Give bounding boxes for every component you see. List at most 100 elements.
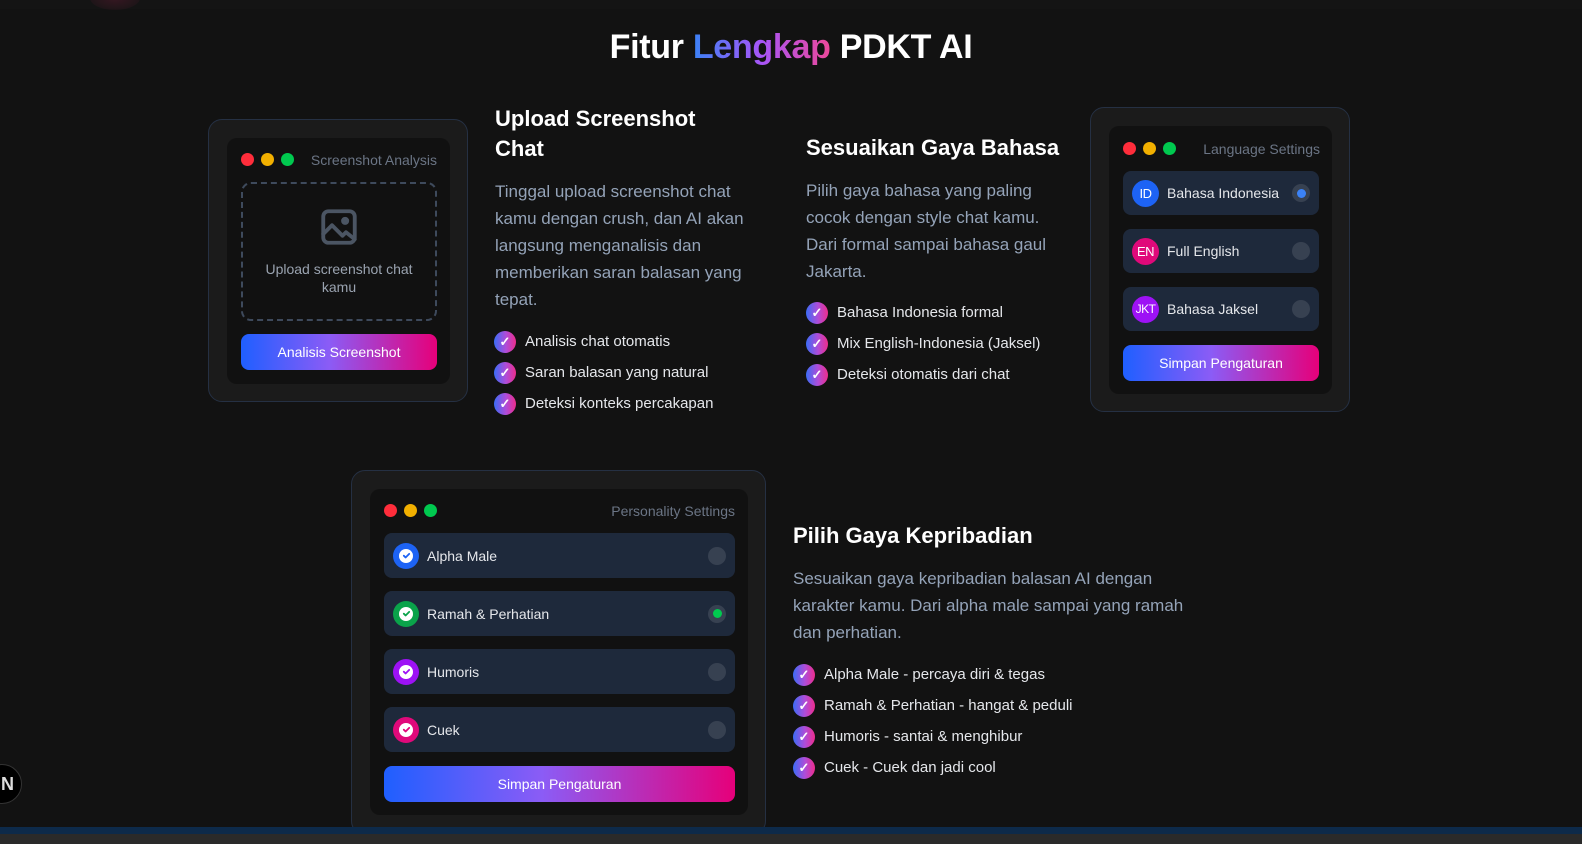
language-code-badge: JKT	[1132, 295, 1159, 323]
feature-item: ✓ Cuek - Cuek dan jadi cool	[793, 752, 1073, 783]
language-option-jaksel[interactable]: JKT Bahasa Jaksel	[1123, 287, 1319, 331]
personality-badge	[393, 600, 419, 627]
analyze-screenshot-button[interactable]: Analisis Screenshot	[241, 334, 437, 370]
option-label: Bahasa Indonesia	[1167, 185, 1280, 201]
check-icon: ✓	[793, 694, 815, 717]
close-dot	[241, 153, 254, 166]
minimize-dot	[261, 153, 274, 166]
personality-section-description: Sesuaikan gaya kepribadian balasan AI de…	[793, 569, 1184, 642]
option-label: Cuek	[427, 721, 460, 738]
feature-item: ✓ Analisis chat otomatis	[494, 326, 713, 357]
feature-text: Deteksi otomatis dari chat	[837, 366, 1010, 383]
upload-dropzone[interactable]: Upload screenshot chat kamu	[241, 182, 437, 321]
radio-unselected[interactable]	[708, 546, 726, 565]
feature-item: ✓ Humoris - santai & menghibur	[793, 721, 1073, 752]
feature-text: Bahasa Indonesia formal	[837, 304, 1003, 321]
personality-option-alpha-male[interactable]: Alpha Male	[384, 533, 735, 578]
personality-settings-card: Personality Settings Alpha Male Ramah & …	[351, 470, 766, 835]
option-label: Full English	[1167, 243, 1240, 259]
option-label: Humoris	[427, 663, 480, 680]
check-icon: ✓	[793, 663, 815, 686]
feature-text: Humoris - santai & menghibur	[824, 728, 1023, 745]
check-circle-icon	[402, 552, 410, 559]
minimize-dot	[1143, 142, 1156, 155]
language-settings-window: Language Settings ID Bahasa Indonesia EN…	[1109, 126, 1332, 394]
feature-text: Deteksi konteks percakapan	[525, 395, 714, 412]
option-label: Ramah & Perhatian	[427, 605, 550, 622]
check-icon: ✓	[494, 361, 516, 384]
feature-item: ✓ Deteksi konteks percakapan	[494, 388, 713, 419]
feature-item: ✓ Saran balasan yang natural	[494, 357, 713, 388]
feature-text: Analisis chat otomatis	[525, 333, 671, 350]
feature-text: Alpha Male - percaya diri & tegas	[824, 666, 1045, 683]
feature-item: ✓ Bahasa Indonesia formal	[806, 297, 1040, 328]
language-feature-list: ✓ Bahasa Indonesia formal ✓ Mix English-In…	[806, 297, 1040, 390]
language-option-english[interactable]: EN Full English	[1123, 229, 1319, 273]
option-label: Bahasa Jaksel	[1167, 301, 1259, 317]
check-icon: ✓	[793, 725, 815, 748]
maximize-dot	[1163, 142, 1176, 155]
window-controls	[1123, 142, 1176, 155]
close-dot	[384, 504, 397, 517]
language-option-indonesia[interactable]: ID Bahasa Indonesia	[1123, 171, 1319, 215]
dropzone-text: Upload screenshot chat kamu	[265, 261, 413, 295]
personality-badge	[393, 542, 419, 569]
title-highlight: Lengkap	[692, 28, 831, 66]
close-dot	[1123, 142, 1136, 155]
radio-selected[interactable]	[1292, 184, 1310, 202]
save-personality-button[interactable]: Simpan Pengaturan	[384, 766, 735, 802]
decorative-glow	[90, 0, 140, 10]
upload-feature-list: ✓ Analisis chat otomatis ✓ Saran balasan y…	[494, 326, 713, 419]
image-icon	[321, 209, 357, 245]
personality-badge	[393, 658, 419, 685]
feature-item: ✓ Ramah & Perhatian - hangat & peduli	[793, 690, 1073, 721]
minimize-dot	[404, 504, 417, 517]
check-icon: ✓	[806, 301, 828, 324]
language-section-title: Sesuaikan Gaya Bahasa	[806, 135, 1060, 160]
radio-unselected[interactable]	[1292, 242, 1310, 260]
feature-text: Ramah & Perhatian - hangat & peduli	[824, 697, 1073, 714]
page-title: Fitur Lengkap PDKT AI	[0, 28, 1582, 67]
window-controls	[384, 504, 437, 517]
title-part-2: PDKT AI	[839, 28, 973, 66]
upload-section-description: Tinggal upload screenshot chat kamu deng…	[495, 182, 744, 309]
check-icon: ✓	[793, 756, 815, 779]
radio-selected[interactable]	[708, 604, 726, 623]
check-circle-icon	[402, 610, 410, 617]
option-label: Alpha Male	[427, 547, 498, 564]
feature-text: Saran balasan yang natural	[525, 364, 709, 381]
personality-option-humoris[interactable]: Humoris	[384, 649, 735, 694]
check-circle-icon	[402, 726, 410, 733]
check-icon: ✓	[494, 330, 516, 353]
upload-section-title: Upload Screenshot Chat	[495, 106, 696, 161]
check-icon: ✓	[806, 363, 828, 386]
personality-option-ramah[interactable]: Ramah & Perhatian	[384, 591, 735, 636]
window-title: Language Settings	[1203, 141, 1320, 157]
window-controls	[241, 153, 294, 166]
language-settings-card: Language Settings ID Bahasa Indonesia EN…	[1090, 107, 1350, 412]
personality-settings-window: Personality Settings Alpha Male Ramah & …	[370, 489, 748, 815]
check-circle-icon	[402, 668, 410, 675]
feature-text: Cuek - Cuek dan jadi cool	[824, 759, 996, 776]
radio-unselected[interactable]	[1292, 300, 1310, 318]
screenshot-analysis-window: Screenshot Analysis Upload screenshot ch…	[227, 138, 450, 384]
window-title: Screenshot Analysis	[310, 152, 437, 168]
title-part-1: Fitur	[609, 28, 684, 66]
save-language-button[interactable]: Simpan Pengaturan	[1123, 345, 1319, 381]
feature-item: ✓ Mix English-Indonesia (Jaksel)	[806, 328, 1040, 359]
language-code-badge: EN	[1132, 237, 1159, 265]
check-icon: ✓	[494, 392, 516, 415]
bottom-bar	[0, 827, 1582, 834]
maximize-dot	[281, 153, 294, 166]
floating-n-button[interactable]: N	[0, 764, 22, 804]
personality-feature-list: ✓ Alpha Male - percaya diri & tegas ✓ Rama…	[793, 659, 1073, 783]
radio-unselected[interactable]	[708, 720, 726, 739]
personality-option-cuek[interactable]: Cuek	[384, 707, 735, 752]
personality-section-title: Pilih Gaya Kepribadian	[793, 523, 1033, 548]
feature-text: Mix English-Indonesia (Jaksel)	[837, 335, 1041, 352]
radio-unselected[interactable]	[708, 662, 726, 681]
screenshot-analysis-card: Screenshot Analysis Upload screenshot ch…	[208, 119, 468, 402]
top-strip	[0, 0, 1582, 9]
check-icon: ✓	[806, 332, 828, 355]
language-code-badge: ID	[1132, 179, 1159, 207]
